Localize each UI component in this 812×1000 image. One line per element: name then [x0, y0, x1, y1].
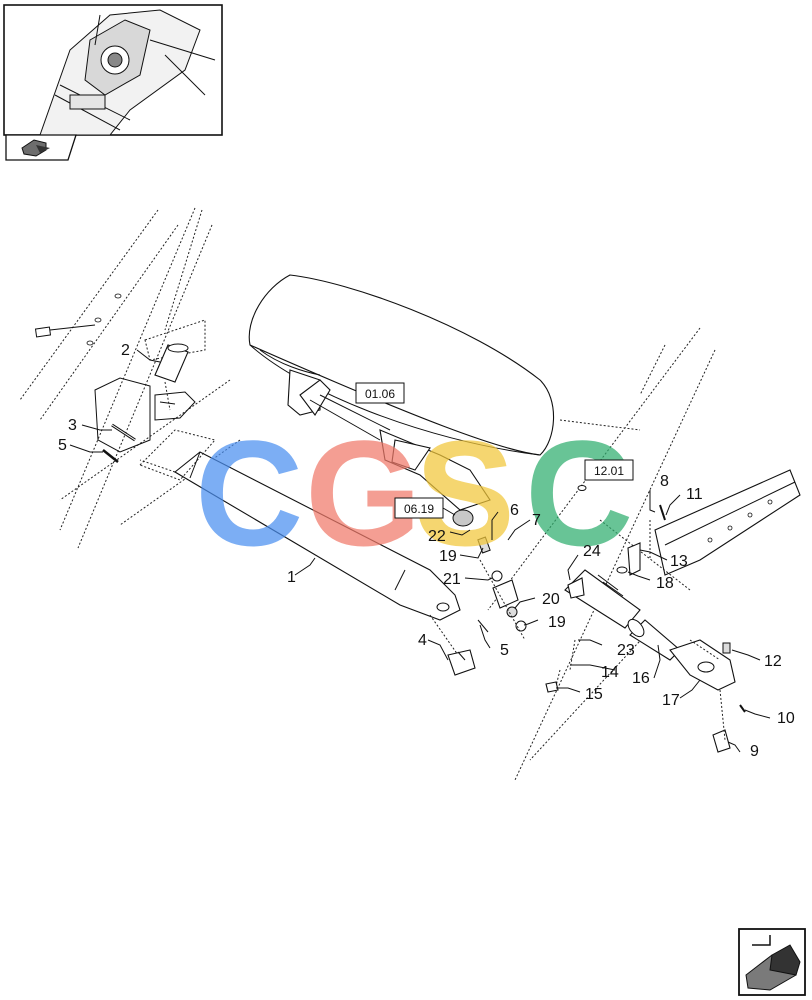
next-page-button[interactable] [738, 928, 806, 996]
callout-8: 8 [660, 473, 669, 490]
thumbnail-arrow-icon [21, 139, 50, 157]
callout-5-center: 5 [500, 642, 509, 659]
callout-14: 14 [601, 664, 619, 681]
watermark-letter-1: C [195, 409, 303, 577]
left-bracket[interactable] [94, 377, 216, 481]
callout-4: 4 [418, 632, 427, 649]
callout-22: 22 [428, 528, 446, 545]
part-3-bolt[interactable] [111, 423, 136, 442]
watermark-letter-2: G [305, 409, 422, 577]
ref-label-06-19: 06.19 [404, 502, 434, 516]
callout-13: 13 [670, 553, 688, 570]
leader-lines [69, 349, 771, 753]
callout-18: 18 [656, 575, 674, 592]
callout-20: 20 [542, 591, 560, 608]
callout-23: 23 [617, 642, 635, 659]
callout-19-lower: 19 [548, 614, 566, 631]
part-1-strap[interactable] [139, 451, 466, 666]
callout-10: 10 [777, 710, 795, 727]
callout-1: 1 [287, 569, 296, 586]
fuel-tank[interactable] [248, 274, 555, 511]
callout-6: 6 [510, 502, 519, 519]
callout-5-left: 5 [58, 437, 67, 454]
callout-15: 15 [585, 686, 603, 703]
watermark: C G S C [195, 409, 633, 577]
callout-11: 11 [686, 486, 703, 503]
ref-label-12-01: 12.01 [594, 464, 624, 478]
next-arrow-icon [745, 935, 801, 991]
callout-2: 2 [121, 342, 130, 359]
left-frame-outline [19, 207, 241, 549]
callout-7: 7 [532, 512, 541, 529]
watermark-letter-4: C [525, 409, 633, 577]
part-4-clip[interactable] [447, 649, 476, 676]
callout-16: 16 [632, 670, 650, 687]
callout-24: 24 [583, 543, 601, 560]
ref-box-06-19[interactable]: 06.19 [394, 497, 444, 519]
callout-9: 9 [750, 743, 759, 760]
callout-17: 17 [662, 692, 680, 709]
part-5-pin-left[interactable] [102, 449, 119, 463]
ref-box-12-01[interactable]: 12.01 [584, 459, 634, 481]
callout-12: 12 [764, 653, 782, 670]
ref-label-01-06: 01.06 [365, 387, 395, 401]
callout-3: 3 [68, 417, 77, 434]
ref-box-01-06[interactable]: 01.06 [355, 382, 405, 404]
watermark-letter-3: S [415, 409, 515, 577]
callout-19-upper: 19 [439, 548, 457, 565]
thumbnail-inset[interactable] [3, 4, 223, 161]
right-linkage[interactable] [545, 504, 746, 753]
callout-21: 21 [443, 571, 461, 588]
center-hardware[interactable] [452, 509, 527, 641]
part-2-sleeve[interactable] [154, 343, 189, 411]
callouts: 1 2 3 4 5 5 6 7 8 9 10 11 12 13 14 15 16… [58, 342, 795, 760]
